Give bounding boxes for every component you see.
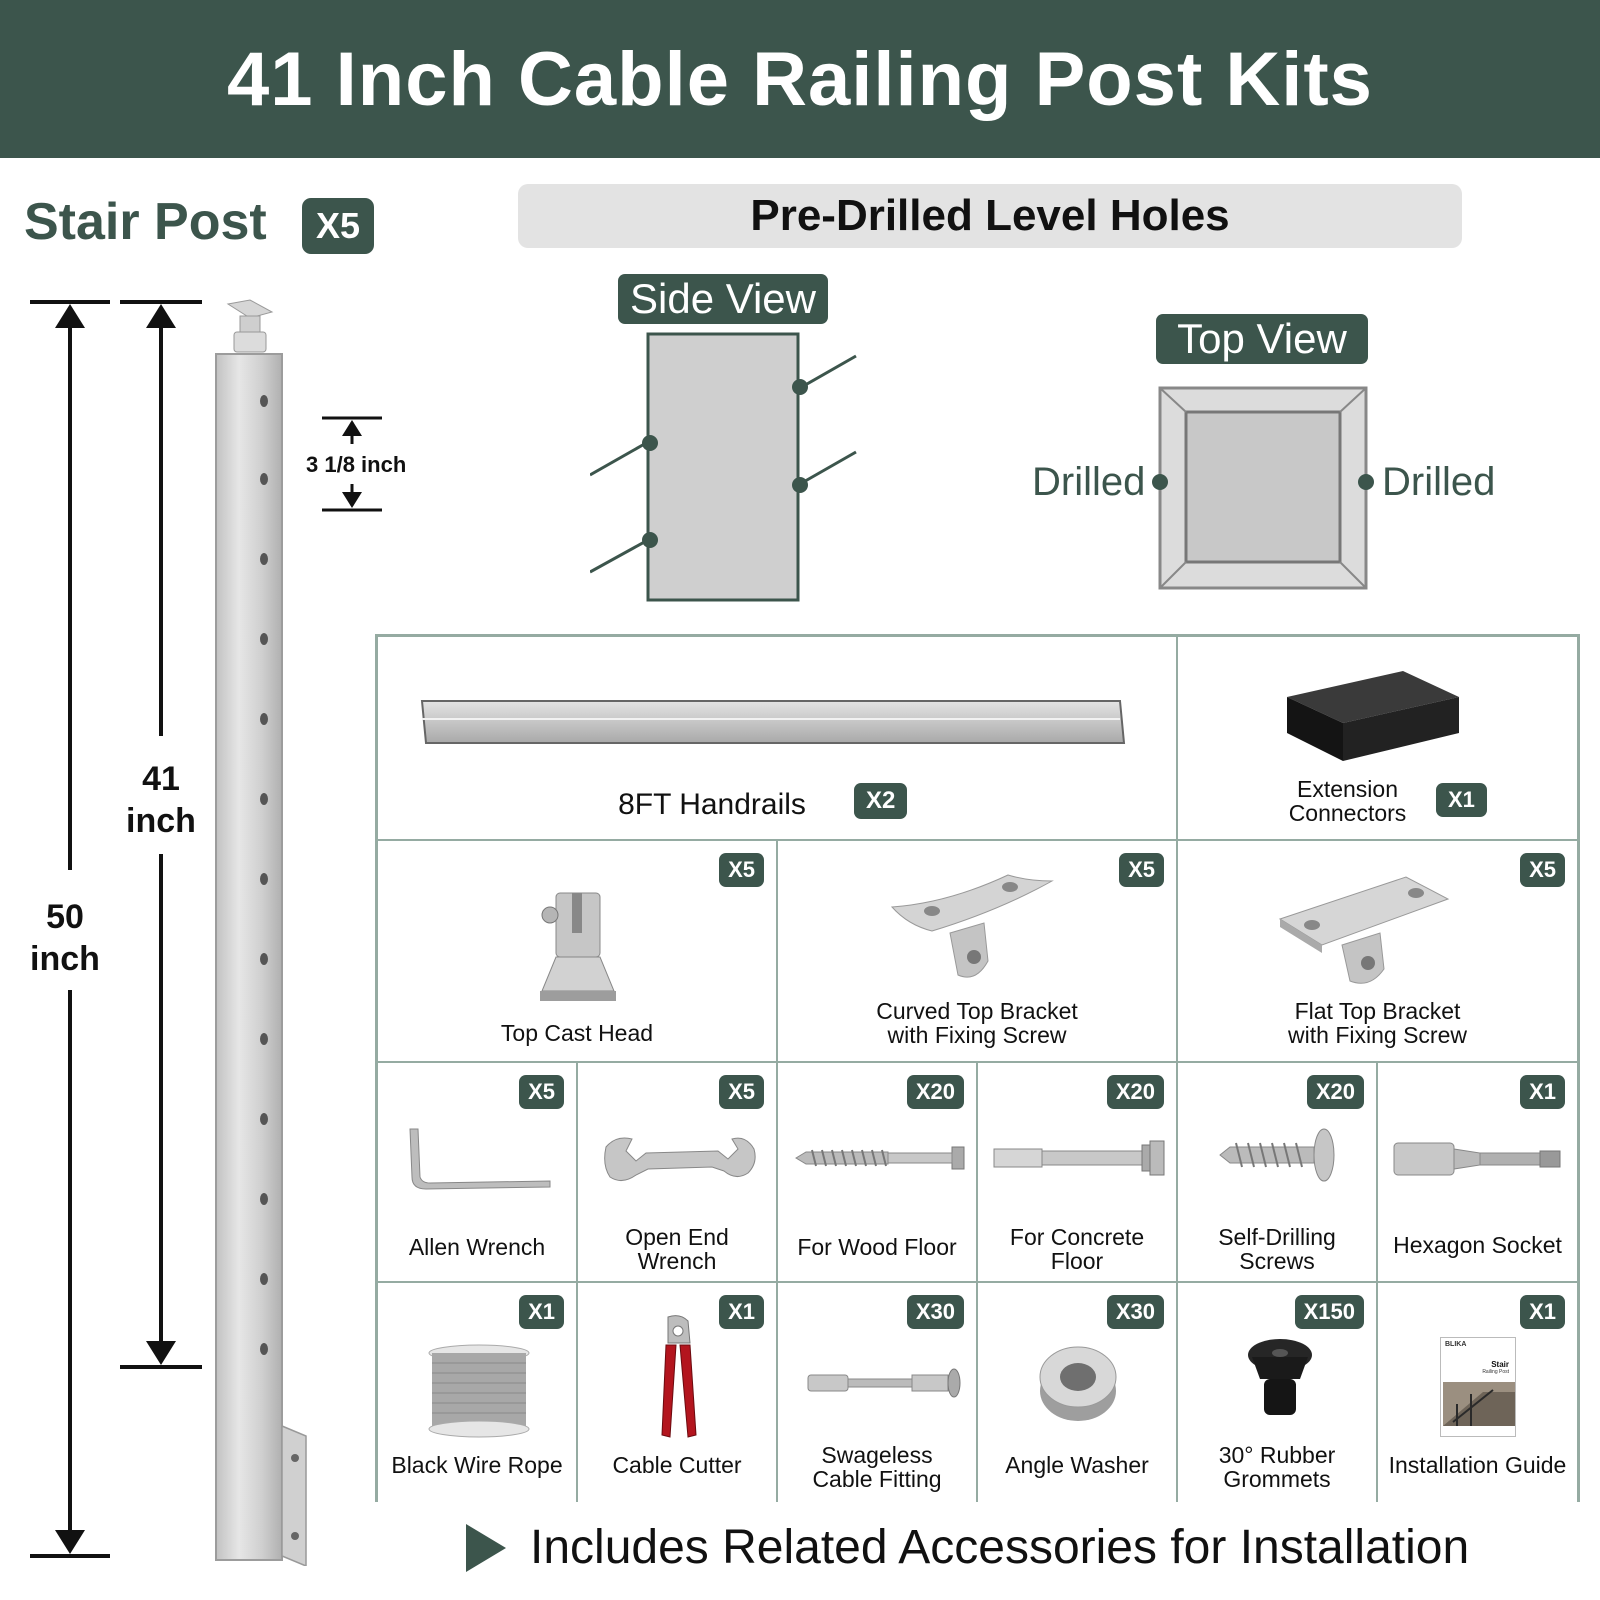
wood-floor-screw-icon xyxy=(795,1146,965,1170)
extension-connectors-label: Extension Connectors xyxy=(1288,776,1407,826)
cable-cutter-icon xyxy=(661,1315,697,1438)
side-view-diagram xyxy=(590,332,857,602)
extension-qty-badge: X1 xyxy=(1436,783,1487,817)
wire-rope-label: Black Wire Rope xyxy=(391,1452,563,1478)
flat-bracket-image xyxy=(1278,876,1450,984)
stair-post-title: Stair Post xyxy=(24,193,267,251)
side-view-label: Side View xyxy=(618,274,828,324)
wood-floor-label: For Wood Floor xyxy=(797,1234,957,1260)
concrete-floor-label: For Concrete Floor xyxy=(1009,1224,1145,1274)
install-guide-cell: X1 BLIKA Stair Railing Post Installation… xyxy=(1378,1283,1577,1502)
self-drilling-label: Self-Drilling Screws xyxy=(1218,1224,1336,1274)
wire-rope-cell: X1 Black Wire Rope xyxy=(378,1283,578,1502)
curved-bracket-label: Curved Top Bracket with Fixing Screw xyxy=(876,998,1078,1048)
self-drilling-screw-icon xyxy=(1219,1128,1335,1182)
extension-connector-image xyxy=(1287,671,1459,761)
top-cast-head-cell: X5 Top Cast Head xyxy=(378,841,778,1063)
handrail-image xyxy=(420,700,1126,744)
wood-floor-cell: X20 For Wood Floor xyxy=(778,1063,978,1283)
self-drilling-cell: X20 Self-Drilling Screws xyxy=(1178,1063,1378,1283)
allen-wrench-label: Allen Wrench xyxy=(408,1234,546,1260)
cable-cutter-qty-badge: X1 xyxy=(719,1295,764,1329)
install-guide-label: Installation Guide xyxy=(1388,1452,1567,1478)
angle-washer-qty-badge: X30 xyxy=(1106,1295,1164,1329)
curved-bracket-qty-badge: X5 xyxy=(1119,853,1164,887)
title-banner: 41 Inch Cable Railing Post Kits xyxy=(0,0,1600,158)
hole-spacing-label: 3 1/8 inch xyxy=(306,452,407,477)
self-drilling-qty-badge: X20 xyxy=(1306,1075,1364,1109)
drilled-right-label: Drilled xyxy=(1382,460,1496,504)
wire-rope-spool-icon xyxy=(428,1344,530,1438)
cable-cutter-cell: X1 Cable Cutter xyxy=(578,1283,778,1502)
wire-rope-qty-badge: X1 xyxy=(519,1295,564,1329)
concrete-floor-cell: X20 For Concrete Floor xyxy=(978,1063,1178,1283)
hex-socket-qty-badge: X1 xyxy=(1520,1075,1565,1109)
allen-wrench-cell: X5 Allen Wrench xyxy=(378,1063,578,1283)
swageless-fitting-icon xyxy=(807,1368,961,1398)
install-guide-qty-badge: X1 xyxy=(1520,1295,1565,1329)
swageless-label: Swageless Cable Fitting xyxy=(812,1442,942,1492)
stair-post-quantity-badge: X5 xyxy=(302,198,374,254)
allen-wrench-qty-badge: X5 xyxy=(519,1075,564,1109)
hex-socket-cell: X1 Hexagon Socket xyxy=(1378,1063,1577,1283)
open-end-wrench-label: Open End Wrench xyxy=(625,1224,729,1274)
hex-socket-label: Hexagon Socket xyxy=(1393,1232,1562,1258)
rubber-grommet-icon xyxy=(1248,1339,1312,1415)
swageless-cell: X30 Swageless Cable Fitting xyxy=(778,1283,978,1502)
hole-spacing-dimension xyxy=(322,416,382,512)
cable-cutter-label: Cable Cutter xyxy=(612,1452,742,1478)
open-end-wrench-icon xyxy=(604,1137,756,1181)
open-end-wrench-cell: X5 Open End Wrench xyxy=(578,1063,778,1283)
grommets-cell: X150 30° Rubber Grommets xyxy=(1178,1283,1378,1502)
guide-photo-icon xyxy=(1443,1382,1515,1426)
overall-height-label: 50 inch xyxy=(30,898,100,978)
top-view-label: Top View xyxy=(1156,314,1368,364)
footer-text: Includes Related Accessories for Install… xyxy=(530,1521,1470,1574)
stair-post-illustration xyxy=(215,299,307,1566)
top-cast-head-qty-badge: X5 xyxy=(719,853,764,887)
allen-wrench-icon xyxy=(409,1128,551,1190)
grommets-qty-badge: X150 xyxy=(1294,1295,1364,1329)
open-end-wrench-qty-badge: X5 xyxy=(719,1075,764,1109)
top-view-diagram xyxy=(1152,386,1374,590)
grommets-label: 30° Rubber Grommets xyxy=(1218,1442,1336,1492)
handrails-cell: 8FT Handrails X2 xyxy=(378,637,1178,841)
wood-floor-qty-badge: X20 xyxy=(906,1075,964,1109)
concrete-anchor-icon xyxy=(993,1140,1165,1176)
flat-bracket-cell: X5 Flat Top Bracket with Fixing Screw xyxy=(1178,841,1577,1063)
flat-bracket-label: Flat Top Bracket with Fixing Screw xyxy=(1288,998,1467,1048)
extension-connectors-cell: Extension Connectors X1 xyxy=(1178,637,1577,841)
angle-washer-cell: X30 Angle Washer xyxy=(978,1283,1178,1502)
handrails-qty-badge: X2 xyxy=(854,783,908,819)
page-title: 41 Inch Cable Railing Post Kits xyxy=(227,36,1373,122)
curved-bracket-cell: X5 Curved Top Bracket with Fixing Screw xyxy=(778,841,1178,1063)
accessories-grid: 8FT Handrails X2 Extension Connectors X1… xyxy=(375,634,1580,1502)
footer-note: Includes Related Accessories for Install… xyxy=(466,1520,1469,1575)
angle-washer-label: Angle Washer xyxy=(1005,1452,1149,1478)
install-guide-cover: BLIKA Stair Railing Post xyxy=(1440,1337,1516,1437)
hex-socket-icon xyxy=(1393,1142,1561,1176)
swageless-qty-badge: X30 xyxy=(906,1295,964,1329)
dimension-lines xyxy=(30,300,202,1558)
play-arrow-icon xyxy=(466,1523,506,1572)
angle-washer-icon xyxy=(1039,1346,1117,1421)
flat-bracket-qty-badge: X5 xyxy=(1520,853,1565,887)
top-cast-head-label: Top Cast Head xyxy=(500,1020,654,1046)
top-cast-head-image xyxy=(540,892,616,1001)
concrete-floor-qty-badge: X20 xyxy=(1106,1075,1164,1109)
handrails-label: 8FT Handrails xyxy=(618,788,806,821)
rail-height-label: 41 inch xyxy=(126,760,196,840)
curved-bracket-image xyxy=(890,874,1054,978)
drilled-left-label: Drilled xyxy=(1032,460,1146,504)
predrilled-holes-heading: Pre-Drilled Level Holes xyxy=(518,184,1462,248)
